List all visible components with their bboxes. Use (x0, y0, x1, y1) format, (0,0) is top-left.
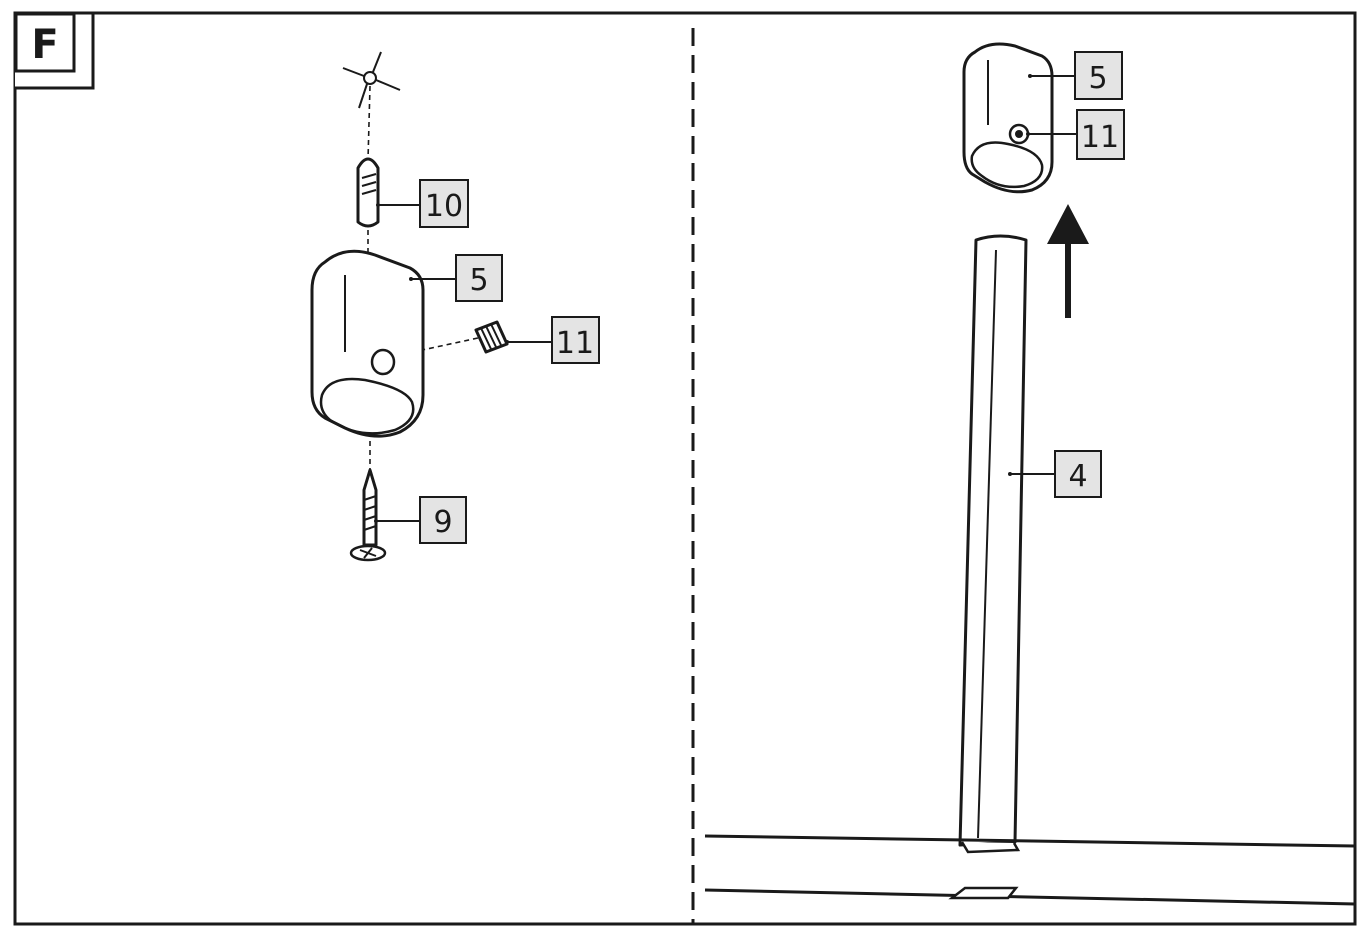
callout-dowel: 10 (419, 179, 469, 228)
step-label: F (31, 22, 58, 68)
callout-screw: 9 (419, 496, 467, 544)
end-cap-icon (310, 249, 425, 438)
svg-text:11: 11 (556, 326, 594, 361)
svg-text:5: 5 (1088, 61, 1107, 96)
assembly-axis-upper (367, 85, 371, 161)
floor-rail (704, 834, 1356, 906)
callout-cap-right: 5 (1074, 51, 1123, 100)
right-panel: 5 11 4 (704, 42, 1356, 906)
wall-dowel-icon (356, 157, 380, 228)
wood-screw-icon (349, 468, 387, 562)
diagram-frame (13, 11, 1357, 926)
svg-text:9: 9 (433, 505, 452, 540)
callout-insert-right: 11 (1076, 109, 1125, 160)
svg-text:11: 11 (1081, 120, 1119, 155)
svg-text:5: 5 (469, 263, 488, 298)
ceiling-mark-icon (342, 51, 401, 109)
up-arrow-icon (1047, 204, 1089, 318)
callout-cap-left: 5 (455, 254, 503, 302)
threaded-insert-icon (474, 320, 509, 354)
post-icon (958, 234, 1028, 847)
callout-post: 4 (1054, 450, 1102, 498)
svg-text:10: 10 (425, 189, 463, 224)
step-label-tab: F (14, 11, 95, 90)
end-cap-icon (962, 42, 1054, 194)
threaded-insert-icon (1008, 123, 1030, 145)
svg-text:4: 4 (1068, 459, 1087, 494)
callout-insert-left: 11 (551, 316, 600, 364)
insert-axis (384, 337, 479, 359)
left-panel: 10 5 11 9 (310, 51, 600, 562)
